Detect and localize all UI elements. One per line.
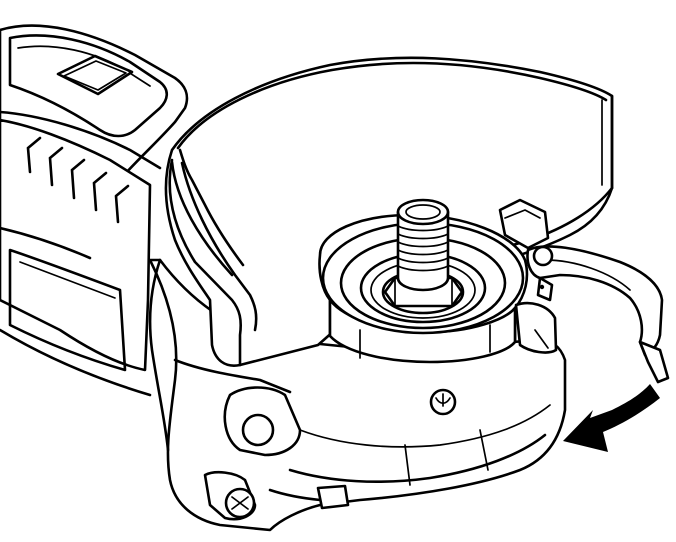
switch-button [56, 54, 134, 96]
wheel-guard [164, 56, 614, 367]
clamp-lever-icon [498, 198, 670, 384]
air-vents [26, 136, 130, 224]
screw-icon [429, 388, 457, 416]
motor-housing [0, 24, 189, 397]
screw-icon [224, 487, 256, 519]
threaded-spindle [396, 198, 450, 292]
rotation-direction-arrow-icon [563, 384, 660, 452]
